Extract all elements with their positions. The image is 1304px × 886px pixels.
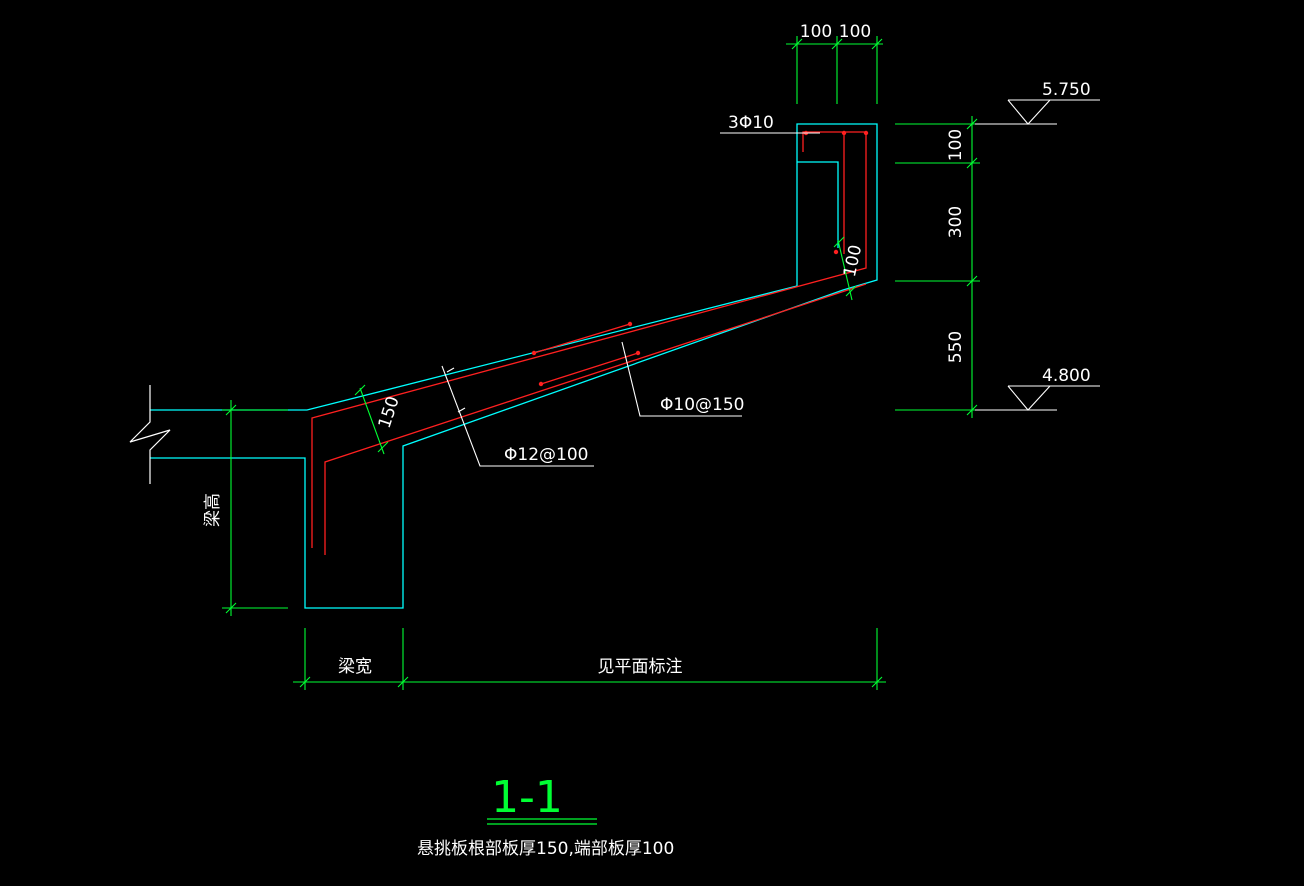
dim-span: 见平面标注 (598, 657, 683, 677)
rebar-lines (311, 131, 867, 555)
level-lower-value: 4.800 (1042, 366, 1091, 386)
dim-right-mid: 300 (946, 206, 966, 238)
rebar-dots (531, 130, 869, 387)
leader-lines (441, 132, 820, 467)
break-symbol (129, 385, 171, 484)
dim-right-top: 100 (946, 129, 966, 161)
rebar-label-distribution: Φ10@150 (660, 395, 744, 415)
section-note: 悬挑板根部板厚150,端部板厚100 (417, 839, 674, 859)
rebar-label-edge-bars: 3Φ10 (728, 113, 774, 133)
level-marker-lower (975, 385, 1100, 411)
dim-top-left: 100 (800, 22, 832, 42)
section-title: 1-1 (491, 772, 563, 823)
dim-right-bottom: 550 (946, 331, 966, 363)
dimension-lines (222, 36, 980, 690)
concrete-outline (150, 123, 878, 609)
level-upper-value: 5.750 (1042, 80, 1091, 100)
level-marker-upper (975, 99, 1100, 125)
dim-top-right: 100 (839, 22, 871, 42)
dim-beam-width: 梁宽 (338, 657, 372, 677)
rebar-label-main: Φ12@100 (504, 445, 588, 465)
dim-beam-height: 梁高 (203, 493, 223, 527)
